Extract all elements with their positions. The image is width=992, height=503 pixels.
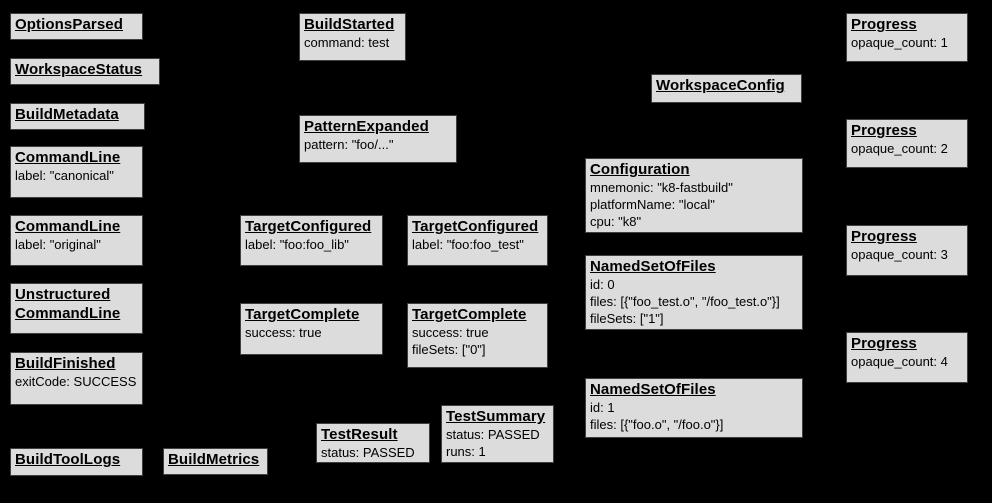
event-field: fileSets: ["1"] [590,310,664,326]
event-title-progress-3: Progress [851,228,917,245]
event-field: fileSets: ["0"] [412,341,486,357]
event-title-named-set-of-files-0: NamedSetOfFiles [590,258,716,275]
event-title-build-tool-logs: BuildToolLogs [15,451,121,468]
event-field: files: [{"foo_test.o", "/foo_test.o"}] [590,293,780,309]
event-title-named-set-of-files-1: NamedSetOfFiles [590,381,716,398]
event-field: command: test [304,34,390,50]
event-box-workspace-status: WorkspaceStatus [10,58,160,85]
event-field: id: 0 [590,276,615,292]
event-field: pattern: "foo/..." [304,136,394,152]
event-box-build-tool-logs: BuildToolLogs [10,448,143,476]
event-title-workspace-status: WorkspaceStatus [15,61,143,78]
event-title-target-configured-foo-test: TargetConfigured [412,218,539,235]
event-field: id: 1 [590,399,615,415]
event-field: exitCode: SUCCESS [15,373,137,389]
event-field: platformName: "local" [590,196,715,212]
event-field: label: "foo:foo_test" [412,236,524,252]
event-box-unstructured-command-line: Unstructured CommandLine [10,283,143,334]
event-field: opaque_count: 3 [851,246,948,262]
event-field: files: [{"foo.o", "/foo.o"}] [590,416,724,432]
event-title-command-line-original: CommandLine [15,218,121,235]
event-title-target-complete-foo-test: TargetComplete [412,306,527,323]
event-title-test-result: TestResult [321,426,398,443]
event-field: label: "foo:foo_lib" [245,236,349,252]
event-box-options-parsed: OptionsParsed [10,13,143,40]
event-title-options-parsed: OptionsParsed [15,16,123,33]
event-title-progress-2: Progress [851,122,917,139]
event-box-build-metadata: BuildMetadata [10,103,145,130]
event-field: runs: 1 [446,443,486,459]
event-field: opaque_count: 4 [851,353,948,369]
event-field: status: PASSED [321,444,415,460]
event-title-build-started: BuildStarted [304,16,395,33]
event-field: opaque_count: 1 [851,34,948,50]
event-title-workspace-config: WorkspaceConfig [656,77,785,94]
event-title-test-summary: TestSummary [446,408,546,425]
event-field: success: true [412,324,489,340]
event-box-workspace-config: WorkspaceConfig [651,74,802,103]
event-box-build-metrics: BuildMetrics [163,448,268,475]
event-title-build-finished: BuildFinished [15,355,116,372]
event-title-command-line-canonical: CommandLine [15,149,121,166]
event-title-progress-4: Progress [851,335,917,352]
event-field: status: PASSED [446,426,540,442]
event-title-build-metadata: BuildMetadata [15,106,119,123]
event-field: cpu: "k8" [590,213,642,229]
event-title-progress-1: Progress [851,16,917,33]
event-title-target-complete-foo-lib: TargetComplete [245,306,360,323]
event-title-unstructured-command-line: Unstructured CommandLine [15,286,121,322]
event-title-target-configured-foo-lib: TargetConfigured [245,218,372,235]
event-field: label: "original" [15,236,101,252]
event-title-configuration: Configuration [590,161,690,178]
event-title-build-metrics: BuildMetrics [168,451,260,468]
event-field: success: true [245,324,322,340]
event-title-pattern-expanded: PatternExpanded [304,118,429,135]
event-field: mnemonic: "k8-fastbuild" [590,179,733,195]
event-field: label: "canonical" [15,167,114,183]
event-field: opaque_count: 2 [851,140,948,156]
